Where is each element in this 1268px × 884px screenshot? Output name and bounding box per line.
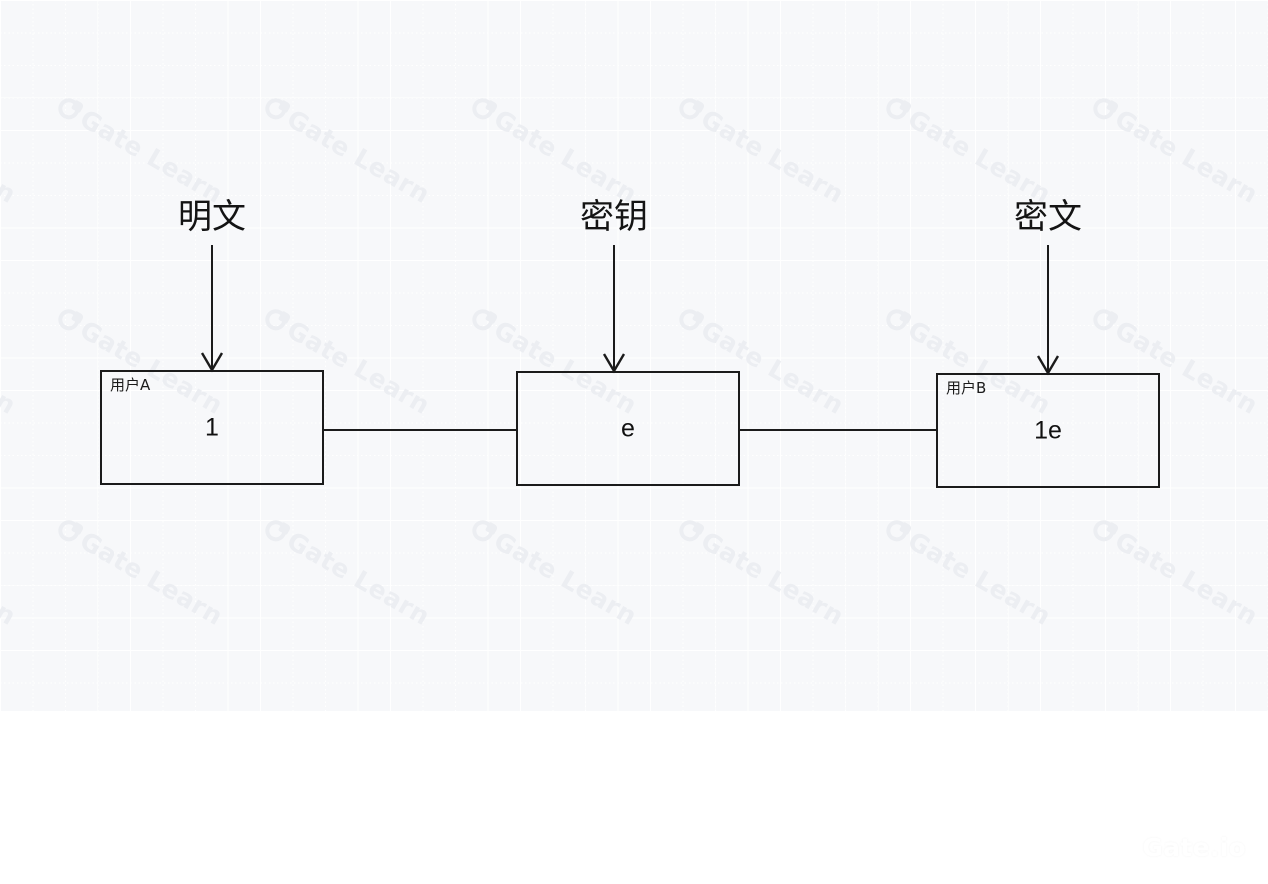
node-key[interactable]: e xyxy=(516,371,740,486)
annotation-ciphertext: 密文 xyxy=(1014,197,1082,237)
annotation-arrow-2 xyxy=(1036,245,1060,376)
gate-circle-mark-icon xyxy=(1115,836,1138,858)
node-user-b[interactable]: 用户B 1e xyxy=(936,373,1160,488)
annotation-plaintext: 明文 xyxy=(178,197,246,237)
annotation-arrow-0 xyxy=(200,245,224,373)
node-user-a-tag: 用户A xyxy=(110,376,151,394)
node-user-a[interactable]: 用户A 1 xyxy=(100,370,324,485)
node-user-a-value: 1 xyxy=(205,413,219,441)
arrow-layer xyxy=(200,245,1060,376)
gate-io-logo: Gate.io xyxy=(1115,833,1246,862)
connector-key-to-b xyxy=(740,429,936,431)
gate-io-logo-text: Gate.io xyxy=(1142,833,1246,862)
node-user-b-tag: 用户B xyxy=(946,379,987,397)
diagram-content: 明文 密钥 密文 用户A 1 e 用户B 1e xyxy=(100,197,1160,488)
node-key-value: e xyxy=(621,414,635,442)
node-user-b-value: 1e xyxy=(1034,416,1062,444)
connector-a-to-key xyxy=(324,429,516,431)
annotation-key: 密钥 xyxy=(580,197,648,237)
annotation-arrow-1 xyxy=(602,245,626,374)
